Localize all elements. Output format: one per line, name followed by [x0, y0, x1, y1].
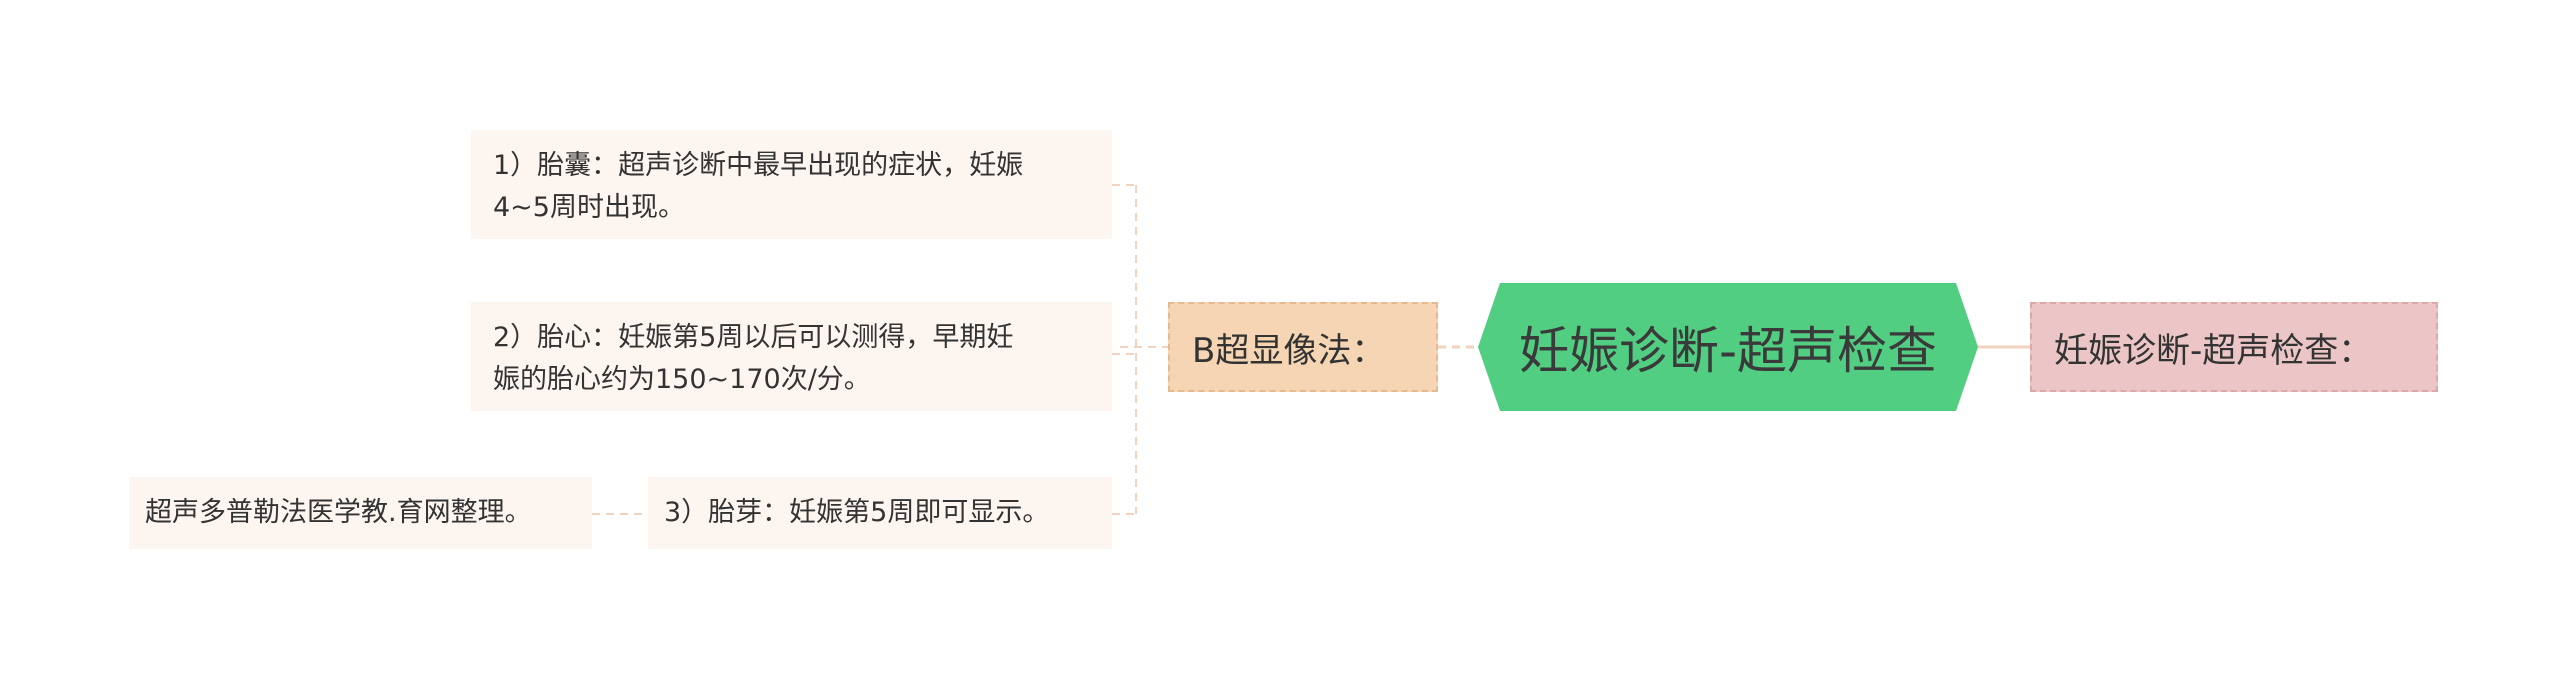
leaf-text-line: 2）胎心：妊娠第5周以后可以测得，早期妊: [493, 322, 1014, 353]
leaf-gestational-sac: 1）胎囊：超声诊断中最早出现的症状，妊娠 4~5周时出现。: [471, 130, 1112, 239]
note-text: 超声多普勒法医学教.育网整理。: [145, 497, 532, 528]
leaf-text-line: 娠的胎心约为150~170次/分。: [493, 364, 871, 395]
root-label: 妊娠诊断-超声检查: [1518, 322, 1938, 380]
root-topic: 妊娠诊断-超声检查: [1478, 283, 1978, 411]
leaf-text-line: 4~5周时出现。: [493, 192, 685, 223]
leaf-text-line: 1）胎囊：超声诊断中最早出现的症状，妊娠: [493, 150, 1024, 181]
leaf-text-line: 3）胎芽：妊娠第5周即可显示。: [664, 497, 1050, 528]
root-hexagon-shape: [1478, 283, 1978, 411]
branch-label: B超显像法：: [1192, 330, 1386, 371]
branch-b-ultrasound: B超显像法：: [1168, 302, 1438, 392]
right-topic: 妊娠诊断-超声检查：: [2030, 302, 2438, 392]
right-label: 妊娠诊断-超声检查：: [2054, 330, 2373, 371]
leaf-fetal-heart: 2）胎心：妊娠第5周以后可以测得，早期妊 娠的胎心约为150~170次/分。: [471, 302, 1112, 411]
leaf-fetal-bud: 3）胎芽：妊娠第5周即可显示。: [648, 477, 1112, 549]
leaf-doppler-note: 超声多普勒法医学教.育网整理。: [129, 477, 592, 549]
